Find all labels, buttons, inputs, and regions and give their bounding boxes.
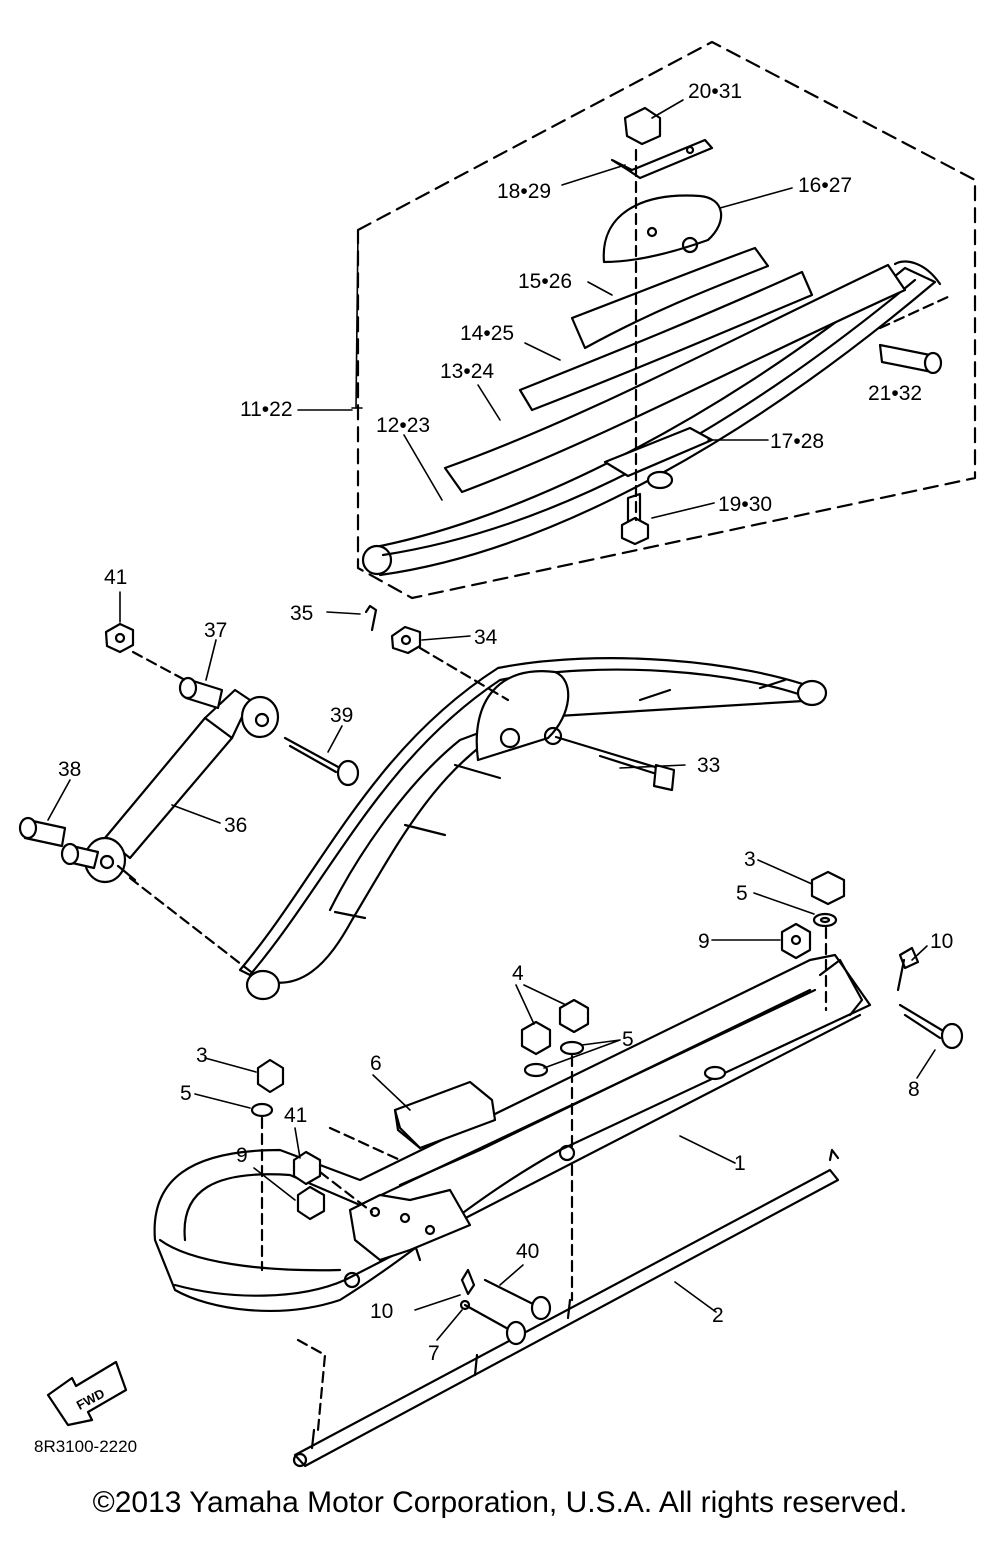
- callout-34: 34: [474, 626, 498, 649]
- collar-axis-line: [878, 294, 952, 330]
- callout-37: 37: [204, 619, 227, 642]
- callout-12-23: 12•23: [376, 414, 430, 437]
- fwd-arrow-icon: [46, 1360, 128, 1427]
- washer-5-b: [559, 1040, 585, 1056]
- callout-38: 38: [58, 758, 81, 781]
- spring-pin-10-left: [460, 1268, 476, 1296]
- callout-5-left: 5: [180, 1082, 192, 1105]
- nut-20-31: [623, 106, 662, 146]
- callout-21-32: 21•32: [868, 382, 922, 405]
- leaf-spring-14-25: [518, 270, 814, 412]
- callout-40: 40: [516, 1240, 539, 1263]
- callout-9-right: 9: [698, 930, 710, 953]
- callout-8: 8: [908, 1078, 920, 1101]
- shock-absorber-36: [83, 688, 280, 884]
- callout-3-right: 3: [744, 848, 756, 871]
- leaf-spring-15-26: [570, 246, 770, 350]
- washer-5-left: [250, 1102, 274, 1118]
- saddle-bracket: [348, 1188, 472, 1262]
- callout-19-30: 19•30: [718, 493, 772, 516]
- axis-line-37: [131, 650, 187, 682]
- bolt-40: [483, 1278, 552, 1321]
- callout-5-right: 5: [736, 882, 748, 905]
- callout-labels: 20•31 18•29 16•27 15•26 14•25 13•24 11•2…: [34, 80, 953, 1456]
- nut-4-a: [520, 1020, 552, 1056]
- clip-18-29: [610, 138, 714, 180]
- callout-3-left: 3: [196, 1044, 208, 1067]
- callout-18-29: 18•29: [497, 180, 551, 203]
- bushing-37: [178, 676, 224, 710]
- callout-4: 4: [512, 962, 524, 985]
- copyright-notice: ©2013 Yamaha Motor Corporation, U.S.A. A…: [92, 1486, 908, 1519]
- callout-10-right: 10: [930, 930, 953, 953]
- cotter-pin-35: [364, 604, 378, 632]
- axis-line-left-pivot-2: [328, 1126, 402, 1162]
- wear-rod-2: [292, 1148, 840, 1468]
- callout-39: 39: [330, 704, 353, 727]
- callout-14-25: 14•25: [460, 322, 514, 345]
- callout-9-left: 9: [236, 1144, 248, 1167]
- callout-41-lower: 41: [284, 1104, 307, 1127]
- nut-9-left: [296, 1185, 326, 1221]
- exploded-group-outline: [356, 40, 977, 600]
- nut-3-right: [810, 870, 846, 906]
- callout-10-left: 10: [370, 1300, 393, 1323]
- diagram-code: 8R3100-2220: [34, 1437, 137, 1456]
- bolt-19-30: [620, 492, 650, 546]
- callout-33: 33: [697, 754, 720, 777]
- callout-1: 1: [734, 1152, 746, 1175]
- nut-41-top: [104, 622, 135, 654]
- callout-7: 7: [428, 1342, 440, 1365]
- callout-2: 2: [712, 1304, 724, 1327]
- plate-17-28: [603, 426, 714, 490]
- callout-15-26: 15•26: [518, 270, 572, 293]
- spring-pin-10-right: [896, 946, 920, 992]
- bushing-38: [18, 816, 137, 882]
- callout-41-top: 41: [104, 566, 127, 589]
- nut-9-right: [780, 922, 812, 960]
- nut-34: [390, 625, 422, 655]
- callout-35: 35: [290, 602, 313, 625]
- leaf-spring-13-24: [443, 263, 907, 494]
- bolt-8: [898, 1003, 964, 1050]
- callout-17-28: 17•28: [770, 430, 824, 453]
- callout-13-24: 13•24: [440, 360, 494, 383]
- ski-bracket-6: [393, 1080, 497, 1150]
- callout-11-22: 11•22: [240, 398, 293, 421]
- axis-line-shock-bottom: [128, 876, 257, 977]
- spring-seat-16-27: [602, 194, 723, 264]
- nut-3-left: [256, 1058, 285, 1094]
- callout-6: 6: [370, 1052, 382, 1075]
- callout-16-27: 16•27: [798, 174, 852, 197]
- nut-41-lower: [292, 1150, 322, 1186]
- leaf-spring-assembly: [238, 657, 828, 1001]
- washer-5-right: [812, 912, 838, 928]
- nut-4-b: [558, 998, 590, 1034]
- collar-21-32: [878, 343, 943, 375]
- bolt-39: [283, 736, 360, 787]
- bolt-7: [459, 1299, 527, 1346]
- callout-20-31: 20•31: [688, 80, 742, 103]
- bolt-33: [554, 735, 676, 792]
- washer-5-a: [523, 1062, 549, 1078]
- axis-line-bottom-stud: [296, 1338, 327, 1432]
- axis-line-left-pivot: [318, 1170, 374, 1214]
- leader-lines: [47, 99, 936, 1341]
- callout-36: 36: [224, 814, 247, 837]
- axis-line-34: [418, 646, 510, 702]
- callout-5-middle: 5: [622, 1028, 634, 1051]
